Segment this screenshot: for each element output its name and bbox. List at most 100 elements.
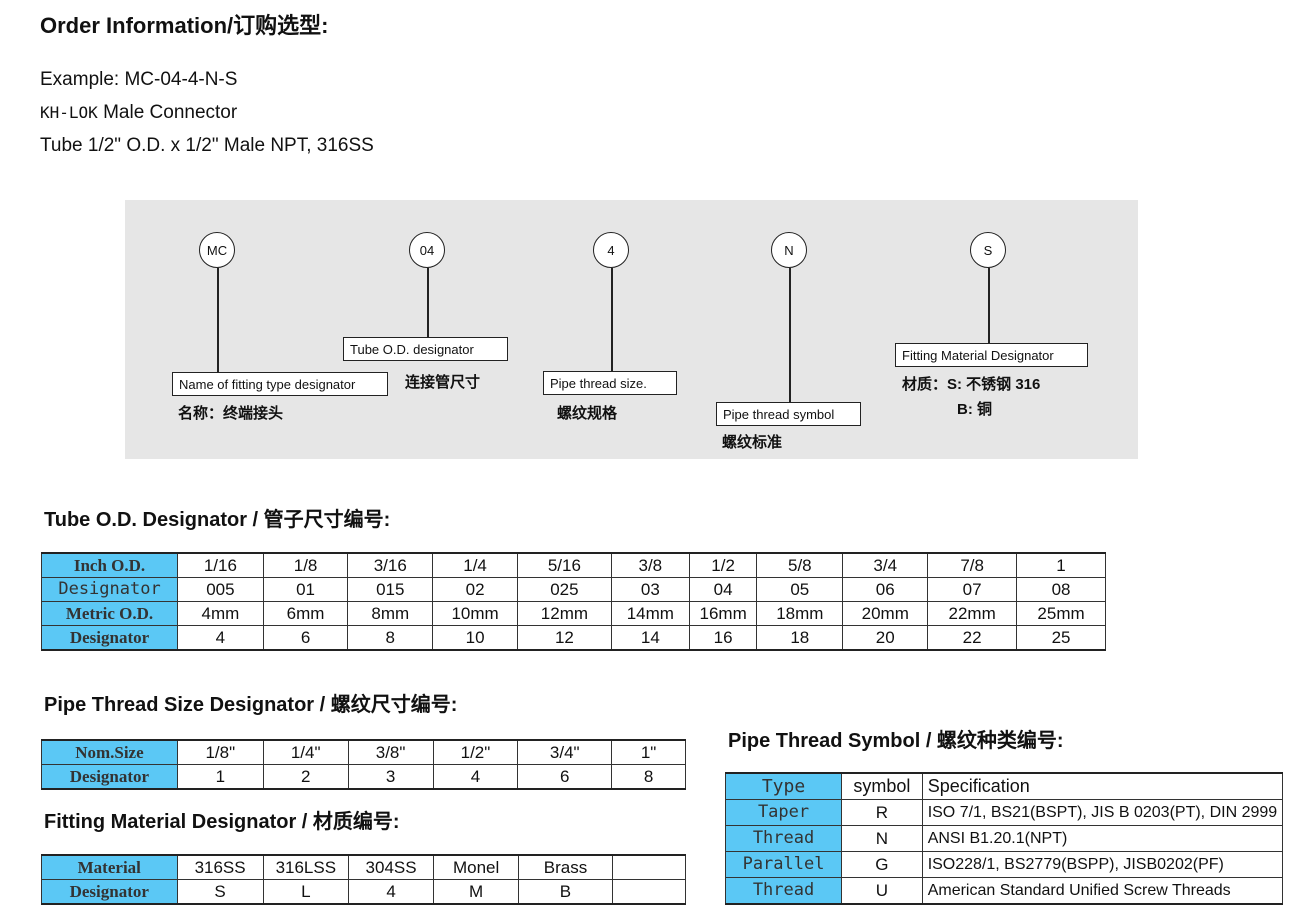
table-cell: 8mm <box>347 601 434 626</box>
table-cell: 6 <box>262 625 349 651</box>
type-cell: Parallel <box>724 851 843 878</box>
table-cell: B <box>518 879 613 905</box>
connector-line <box>789 268 791 402</box>
table-cell: 8 <box>611 764 686 790</box>
table-cell: 3/8" <box>347 739 434 765</box>
spec-cell: ISO 7/1, BS21(BSPT), JIS B 0203(PT), DIN… <box>921 799 1284 826</box>
table-cell: 1 <box>176 764 264 790</box>
table-cell: 1 <box>1016 552 1106 578</box>
table-cell: 01 <box>262 577 349 602</box>
designator-label: Pipe thread size. <box>543 371 677 395</box>
table-cell: 3/16 <box>347 552 434 578</box>
code-circle: 04 <box>409 232 445 268</box>
tube-section-title: Tube O.D. Designator / 管子尺寸编号: <box>44 509 391 531</box>
table-cell: 14mm <box>610 601 690 626</box>
example-code: Example: MC-04-4-N-S <box>40 69 238 90</box>
table-cell: 316SS <box>176 854 264 880</box>
table-cell: 316LSS <box>262 854 350 880</box>
brand: KH-LOK <box>40 103 98 122</box>
table-cell: 3/4" <box>517 739 613 765</box>
table-cell: 025 <box>517 577 612 602</box>
table-cell: S <box>176 879 264 905</box>
type-cell: Thread <box>724 877 843 905</box>
chinese-label: B: 铜 <box>957 401 992 418</box>
table-cell: 005 <box>177 577 264 602</box>
table-cell: 22 <box>927 625 1018 651</box>
designator-label: Name of fitting type designator <box>172 372 388 396</box>
table-cell: 07 <box>927 577 1018 602</box>
table-cell: Brass <box>518 854 613 880</box>
table-cell <box>611 879 687 905</box>
page-title: Order Information/订购选型: <box>40 13 329 38</box>
code-circle: S <box>970 232 1006 268</box>
connector-line <box>611 268 613 371</box>
row-header: Metric O.D. <box>40 601 179 626</box>
designator-label: Fitting Material Designator <box>895 343 1088 367</box>
table-cell: 1/2 <box>688 552 758 578</box>
table-cell: 06 <box>842 577 929 602</box>
row-header: Designator <box>41 879 178 905</box>
table-cell: 7/8 <box>927 552 1018 578</box>
chinese-label: 螺纹规格 <box>557 405 618 422</box>
symbol-cell: R <box>841 799 923 826</box>
table-cell: 16 <box>688 625 758 651</box>
table-cell: 14 <box>610 625 690 651</box>
order-code-diagram <box>125 200 1138 459</box>
table-cell: 1/8 <box>262 552 349 578</box>
spec-cell: ISO228/1, BS2779(BSPP), JISB0202(PF) <box>921 851 1284 878</box>
spec-cell: ANSI B1.20.1(NPT) <box>921 825 1284 852</box>
chinese-label: 连接管尺寸 <box>405 374 481 391</box>
table-cell: 25mm <box>1016 601 1106 626</box>
designator-label: Tube O.D. designator <box>343 337 508 361</box>
table-cell <box>611 854 687 880</box>
table-cell: 1" <box>611 739 686 765</box>
row-header: Nom.Size <box>41 739 178 765</box>
table-cell: 03 <box>610 577 690 602</box>
material-section-title: Fitting Material Designator / 材质编号: <box>44 811 400 833</box>
table-cell: 6mm <box>262 601 349 626</box>
table-cell: 20 <box>842 625 929 651</box>
row-header: Inch O.D. <box>40 552 179 578</box>
table-cell: 5/16 <box>517 552 612 578</box>
table-cell: 20mm <box>842 601 929 626</box>
type-cell: Taper <box>724 799 843 826</box>
designator-label: Pipe thread symbol <box>716 402 861 426</box>
table-cell: 1/4" <box>262 739 349 765</box>
table-cell: 4mm <box>177 601 264 626</box>
code-circle: 4 <box>593 232 629 268</box>
symbol-cell: G <box>841 851 923 878</box>
pipe-section-title: Pipe Thread Size Designator / 螺纹尺寸编号: <box>44 694 458 716</box>
column-header: symbol <box>841 772 923 800</box>
table-cell: 8 <box>347 625 434 651</box>
code-circle: MC <box>199 232 235 268</box>
row-header: Designator <box>40 625 179 651</box>
table-cell: 05 <box>756 577 844 602</box>
spec-cell: American Standard Unified Screw Threads <box>921 877 1284 905</box>
table-cell: 2 <box>262 764 349 790</box>
symbol-section-title: Pipe Thread Symbol / 螺纹种类编号: <box>728 730 1064 752</box>
table-cell: 1/2" <box>432 739 519 765</box>
table-cell: 4 <box>347 879 435 905</box>
table-cell: 304SS <box>347 854 435 880</box>
column-header: Type <box>724 772 843 800</box>
table-cell: M <box>433 879 520 905</box>
table-cell: 5/8 <box>756 552 844 578</box>
table-cell: 12 <box>517 625 612 651</box>
table-cell: 04 <box>688 577 758 602</box>
row-header: Designator <box>40 577 179 602</box>
table-cell: 22mm <box>927 601 1018 626</box>
example-desc: KH-LOK Male Connector <box>40 102 237 124</box>
